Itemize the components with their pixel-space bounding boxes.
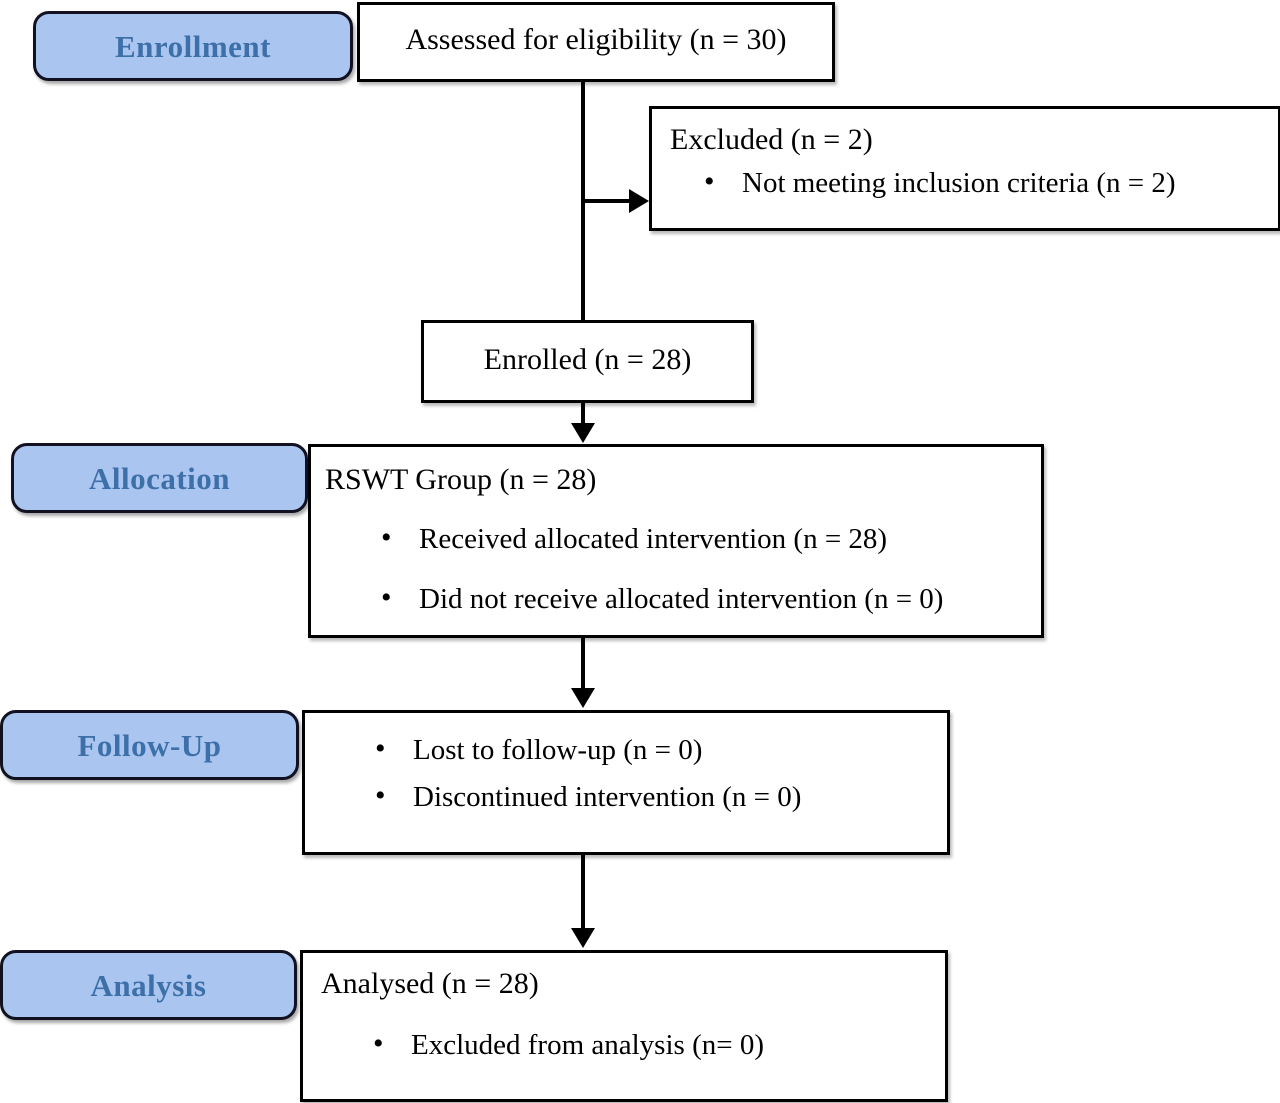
- stage-pill-analysis: Analysis: [0, 950, 297, 1020]
- node-excluded-bullets: Not meeting inclusion criteria (n = 2): [696, 164, 1278, 201]
- node-followup-bullets: Lost to follow-up (n = 0) Discontinued i…: [367, 731, 947, 815]
- stage-pill-enrollment: Enrollment: [33, 11, 353, 81]
- node-excluded-title: Excluded (n = 2): [670, 123, 873, 156]
- stage-label-allocation: Allocation: [88, 460, 231, 496]
- node-analysis: Analysed (n = 28) Excluded from analysis…: [300, 950, 948, 1102]
- node-followup: Lost to follow-up (n = 0) Discontinued i…: [302, 710, 950, 855]
- list-item: Lost to follow-up (n = 0): [367, 731, 947, 768]
- connector-allocation-to-followup: [581, 638, 585, 690]
- connector-branch-to-excluded: [583, 199, 635, 203]
- connector-followup-to-analysis: [581, 855, 585, 930]
- arrow-to-analysis: [571, 928, 595, 948]
- stage-pill-allocation: Allocation: [11, 443, 308, 513]
- node-analysis-bullets: Excluded from analysis (n= 0): [365, 1026, 945, 1063]
- node-allocation-title: RSWT Group (n = 28): [325, 463, 597, 496]
- stage-label-followup: Follow-Up: [77, 727, 222, 763]
- node-excluded: Excluded (n = 2) Not meeting inclusion c…: [649, 106, 1280, 231]
- node-allocation-bullets: Received allocated intervention (n = 28)…: [373, 520, 1041, 618]
- arrow-to-followup: [571, 688, 595, 708]
- node-enrolled-title: Enrolled (n = 28): [483, 343, 692, 376]
- list-item: Not meeting inclusion criteria (n = 2): [696, 164, 1278, 201]
- node-assessed-for-eligibility: Assessed for eligibility (n = 30): [357, 2, 835, 82]
- list-item: Discontinued intervention (n = 0): [367, 778, 947, 815]
- connector-enrolled-to-allocation: [581, 403, 585, 427]
- list-item: Did not receive allocated intervention (…: [373, 580, 1041, 617]
- list-item: Excluded from analysis (n= 0): [365, 1026, 945, 1063]
- arrow-to-excluded: [629, 189, 649, 213]
- node-assessed-title: Assessed for eligibility (n = 30): [405, 23, 787, 56]
- stage-pill-followup: Follow-Up: [0, 710, 299, 780]
- list-item: Received allocated intervention (n = 28): [373, 520, 1041, 557]
- stage-label-enrollment: Enrollment: [115, 28, 271, 64]
- node-analysis-title: Analysed (n = 28): [321, 967, 539, 1000]
- stage-label-analysis: Analysis: [90, 967, 207, 1003]
- node-allocation-group: RSWT Group (n = 28) Received allocated i…: [308, 444, 1044, 638]
- node-enrolled: Enrolled (n = 28): [421, 320, 754, 403]
- arrow-to-allocation: [571, 423, 595, 443]
